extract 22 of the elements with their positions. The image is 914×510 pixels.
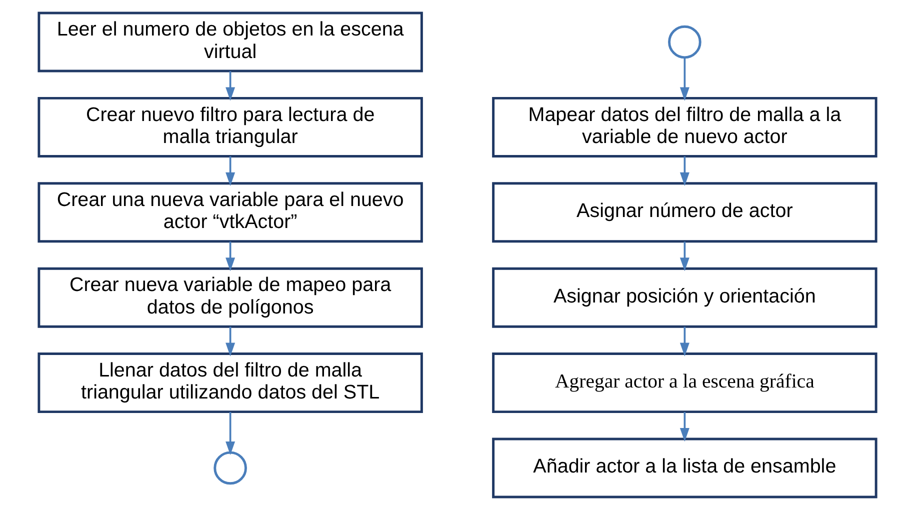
arrow [679,326,689,356]
node-box: Crear nueva variable de mapeo para datos de polígonos [37,267,422,328]
node-box: Asignar número de actor [492,182,877,243]
arrow [225,326,235,356]
node-box: Añadir actor a la lista de ensamble [492,438,877,498]
node-circle [668,25,701,59]
arrow [679,412,689,442]
node-box: Mapear datos del filtro de malla a la variable de nuevo actor [492,96,877,158]
arrow [225,412,235,456]
node-box: Leer el numero de objetos en la escena virtual [37,12,422,72]
arrow [225,242,235,272]
node-box: Crear nuevo filtro para lectura de malla triangular [37,96,422,158]
node-box: Agregar actor a la escena gráfica [492,352,877,414]
arrow [679,156,689,186]
node-box: Crear una nueva variable para el nuevo actor “vtkActor” [37,182,422,243]
node-box: Llenar datos del filtro de malla triangular utilizando datos del STL [37,352,422,414]
arrow [679,58,689,101]
node-box: Asignar posición y orientación [492,267,877,328]
arrow [225,156,235,186]
node-circle [213,451,246,485]
arrow [225,71,235,101]
arrow [679,242,689,272]
